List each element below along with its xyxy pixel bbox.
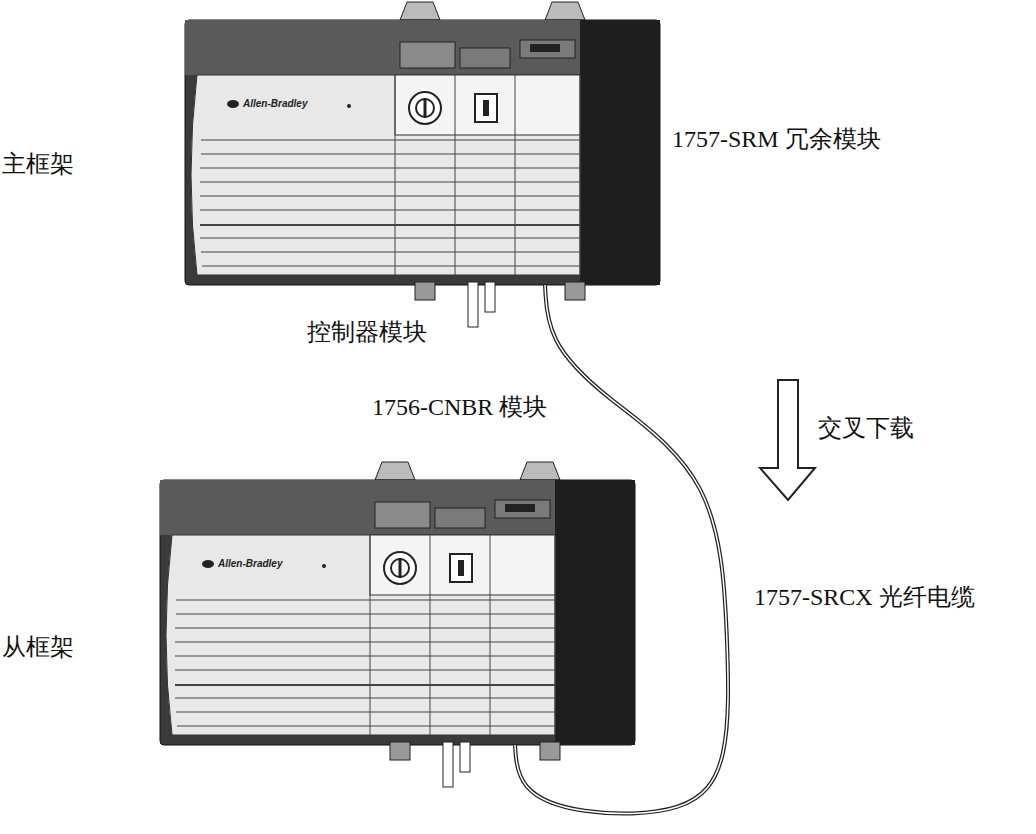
fiber-cable-line [515,285,728,814]
cable-label: 1757-SRCX 光纤电缆 [752,583,977,612]
download-arrow [760,380,815,500]
chassis-heading: 主框架 [0,150,76,179]
brand-label: Allen-Bradley [243,98,307,110]
brand-label: Allen-Bradley [218,558,282,570]
fiber-cable [515,285,728,814]
module-label: 控制器模块 [305,318,429,347]
chassis-node: 主框架Allen-Bradley [185,20,660,285]
module-label: 1756-CNBR 模块 [370,393,549,422]
fiber-cable-core [515,285,728,814]
module-label: 1757-SRM 冗余模块 [670,125,883,154]
arrow-label: 交叉下载 [816,414,916,443]
chassis-node: 从框架Allen-Bradley [160,480,635,745]
chassis-heading: 从框架 [0,633,76,662]
